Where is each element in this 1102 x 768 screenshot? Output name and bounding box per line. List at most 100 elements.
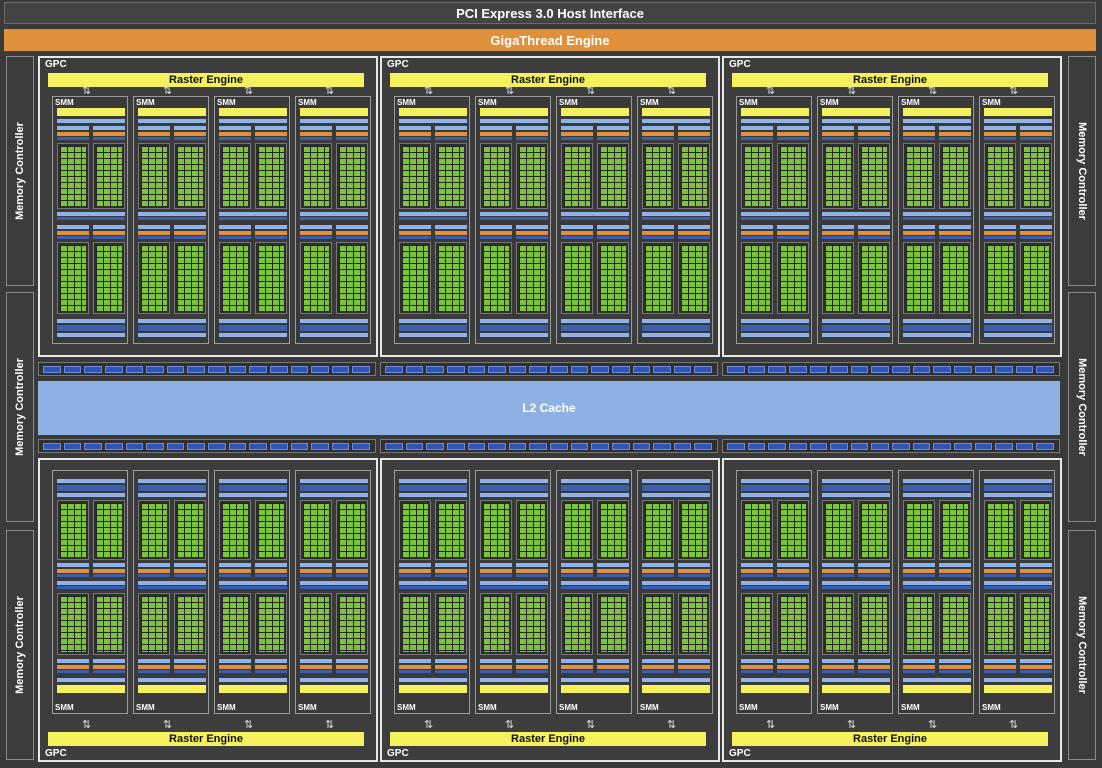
polymorph-engine: [984, 685, 1052, 693]
warp-scheduler: [516, 569, 548, 573]
core-column: [516, 143, 548, 209]
memory-controller: Memory Controller: [1068, 292, 1096, 522]
warp-scheduler: [336, 665, 368, 669]
instruction-buffer: [642, 225, 674, 229]
core-column: [57, 242, 89, 314]
dispatch-unit: [858, 670, 890, 673]
smm-block: SMM: [979, 470, 1055, 714]
warp-scheduler: [219, 569, 251, 573]
polymorph-engine: [480, 685, 548, 693]
core-column: [1020, 242, 1052, 314]
dispatch-unit: [678, 574, 710, 577]
crossbar-cell: [125, 443, 144, 450]
crossbar-cell: [529, 366, 547, 373]
dispatch-unit: [138, 137, 170, 140]
crossbar-cell: [290, 366, 309, 373]
warp-scheduler: [336, 569, 368, 573]
crossbar-cell: [892, 443, 910, 450]
crossbar-segment: [380, 439, 718, 453]
core-column: [984, 593, 1016, 655]
instruction-buffer: [435, 126, 467, 130]
instruction-buffer: [1020, 126, 1052, 130]
instruction-buffer: [1020, 563, 1052, 567]
crossbar-cell: [446, 366, 465, 373]
tex-l1-cache: [57, 325, 125, 331]
shared-memory: [57, 319, 125, 323]
crossbar-cell: [249, 366, 267, 373]
warp-scheduler: [597, 132, 629, 136]
smm-label: SMM: [739, 98, 758, 107]
polymorph-engine: [57, 108, 125, 116]
tex-l1-cache: [219, 325, 287, 331]
crossbar-cell: [591, 443, 609, 450]
cuda-core-grid: [222, 245, 248, 311]
core-column: [642, 242, 674, 314]
core-column: [138, 143, 170, 209]
load-store-units: [300, 212, 368, 216]
warp-scheduler: [399, 231, 431, 235]
instruction-buffer: [642, 126, 674, 130]
warp-scheduler: [858, 132, 890, 136]
texture-units: [741, 217, 809, 220]
instruction-buffer: [822, 126, 854, 130]
core-column: [858, 242, 890, 314]
dispatch-unit: [219, 236, 251, 239]
crossbar-cell: [488, 443, 506, 450]
warp-scheduler: [741, 231, 773, 235]
instruction-buffer: [984, 563, 1016, 567]
core-column: [219, 143, 251, 209]
smm-label: SMM: [55, 98, 74, 107]
cuda-core-grid: [861, 245, 887, 311]
instruction-buffer: [822, 659, 854, 663]
texture-units: [561, 217, 629, 220]
texture-units: [984, 217, 1052, 220]
warp-scheduler: [939, 665, 971, 669]
double-arrow-icon: ⇅: [424, 85, 434, 97]
dispatch-unit: [480, 670, 512, 673]
texture-units: [561, 586, 629, 589]
dispatch-unit: [822, 236, 854, 239]
crossbar-cell: [228, 366, 247, 373]
core-column: [435, 143, 467, 209]
instruction-buffer: [642, 563, 674, 567]
instruction-buffer: [480, 659, 512, 663]
shared-memory: [399, 479, 467, 483]
warp-scheduler: [984, 665, 1016, 669]
texture-units: [642, 217, 710, 220]
dispatch-unit: [597, 574, 629, 577]
crossbar-cell: [166, 443, 185, 450]
cuda-core-grid: [645, 245, 671, 311]
gigathread-engine: GigaThread Engine: [4, 29, 1096, 51]
tex-l1-cache: [741, 325, 809, 331]
smm-block: SMM: [133, 470, 209, 714]
dispatch-unit: [1020, 670, 1052, 673]
instruction-buffer: [138, 659, 170, 663]
core-column: [984, 500, 1016, 560]
core-column: [984, 143, 1016, 209]
instruction-buffer: [399, 126, 431, 130]
warp-scheduler: [642, 132, 674, 136]
warp-scheduler: [255, 231, 287, 235]
instruction-cache: [561, 678, 629, 682]
instruction-buffer: [93, 225, 125, 229]
smm-block: SMM: [556, 470, 632, 714]
warp-scheduler: [57, 231, 89, 235]
cuda-core-grid: [96, 503, 122, 557]
tex-l1-cache: [480, 325, 548, 331]
warp-scheduler: [678, 665, 710, 669]
instruction-buffer: [57, 126, 89, 130]
cuda-core-grid: [564, 146, 590, 206]
shared-memory: [138, 493, 206, 497]
instruction-buffer: [777, 126, 809, 130]
texture-units: [741, 586, 809, 589]
core-column: [1020, 143, 1052, 209]
shared-memory: [642, 493, 710, 497]
cuda-core-grid: [681, 596, 707, 652]
core-column: [678, 143, 710, 209]
cuda-core-grid: [402, 503, 428, 557]
instruction-cache: [480, 119, 548, 123]
shared-memory: [480, 493, 548, 497]
double-arrow-icon: ⇅: [424, 719, 434, 731]
warp-scheduler: [480, 132, 512, 136]
texture-units: [57, 586, 125, 589]
